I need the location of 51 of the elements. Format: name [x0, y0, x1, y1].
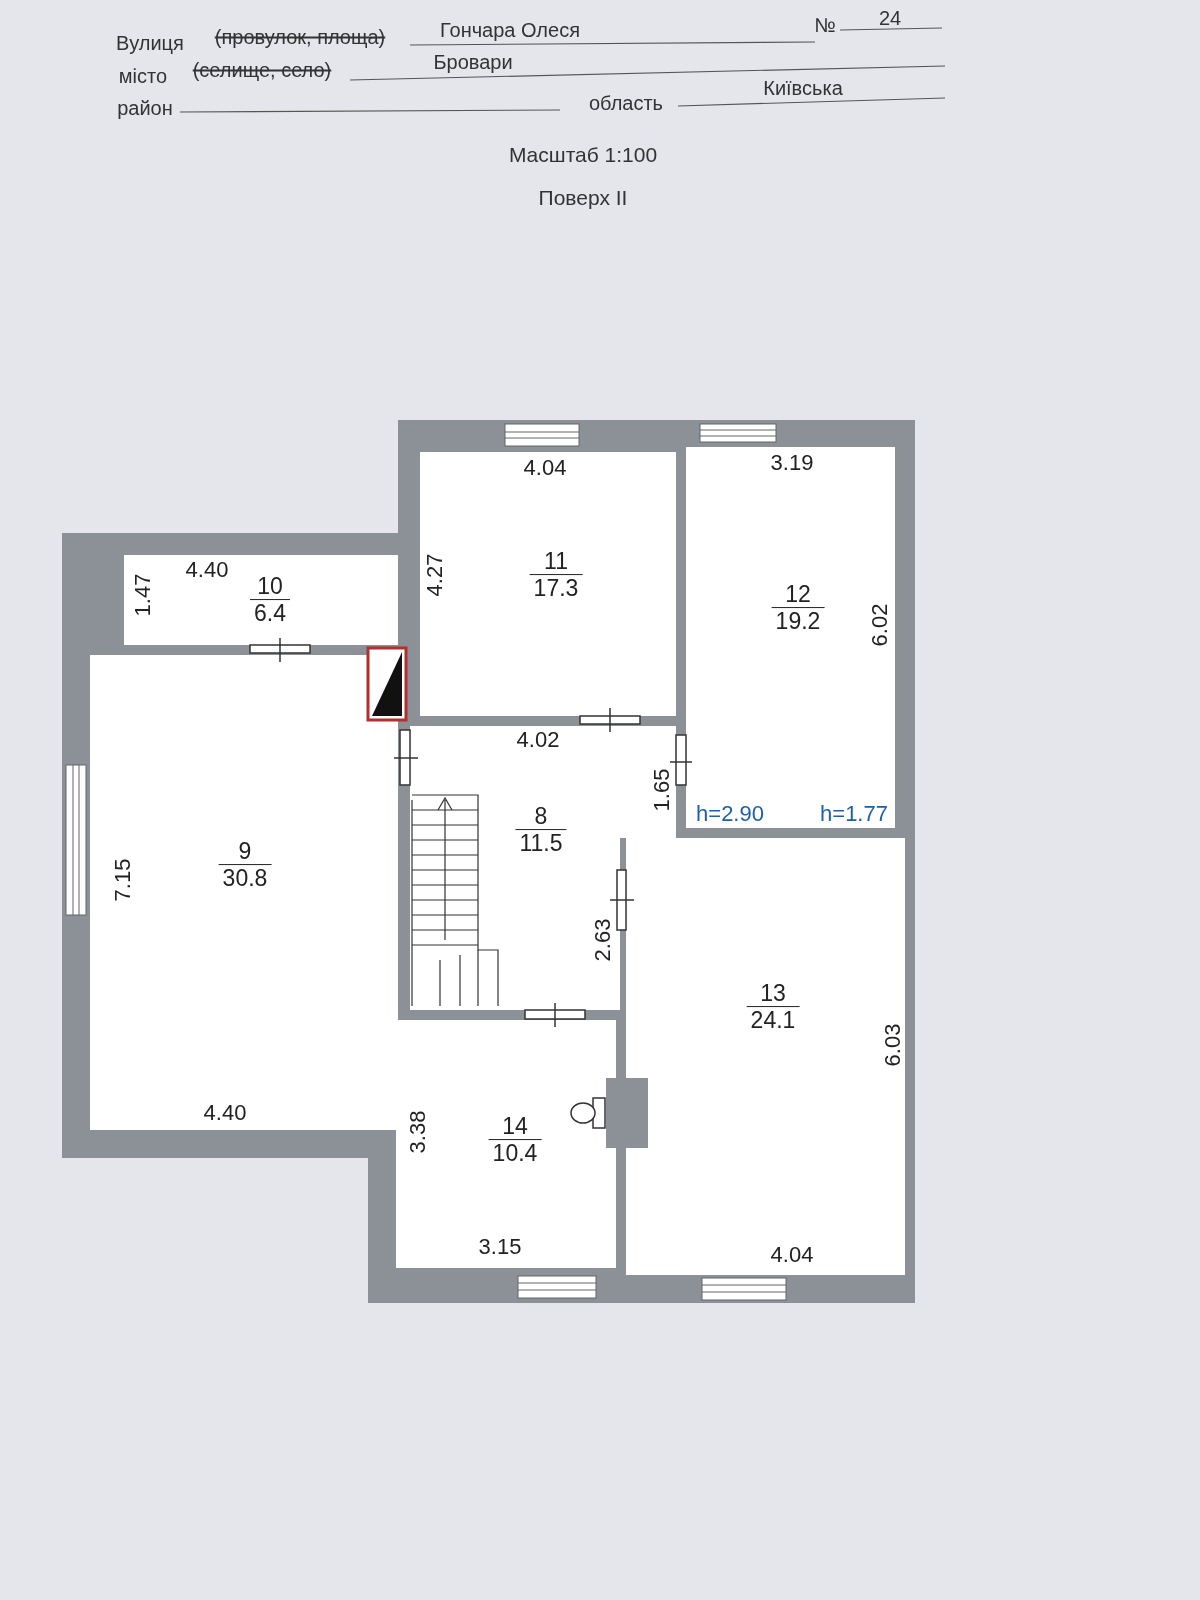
dimension-text: 3.15	[478, 1234, 522, 1260]
room-area-value: 17.3	[529, 574, 583, 602]
floor-title: Поверх II	[538, 186, 628, 210]
dimension-text: 4.04	[523, 455, 567, 481]
room-area	[90, 655, 398, 1130]
room-area	[686, 447, 895, 828]
height-text: h=1.77	[820, 801, 888, 827]
dimension-text: 2.63	[590, 918, 616, 962]
dimension-text: 4.02	[516, 727, 560, 753]
room-area	[410, 726, 676, 1010]
room-area-value: 10.4	[488, 1139, 542, 1167]
room-area	[626, 838, 905, 1275]
dimension-text: 6.03	[880, 1023, 906, 1067]
room-area	[420, 452, 676, 716]
form-field-text: №	[814, 13, 836, 37]
form-field-text: (провулок, площа)	[214, 25, 386, 49]
form-field-text: район	[117, 96, 173, 120]
room-area-value: 24.1	[746, 1006, 800, 1034]
room-area	[396, 1020, 616, 1268]
scale-text: Масштаб 1:100	[508, 143, 658, 167]
dimension-text: 6.02	[867, 603, 893, 647]
room-number: 10	[256, 573, 284, 600]
form-field-text: (селище, село)	[192, 58, 332, 82]
height-text: h=2.90	[696, 801, 764, 827]
dimension-text: 3.19	[770, 450, 814, 476]
room-number: 13	[759, 980, 787, 1007]
room-area-value: 6.4	[250, 599, 290, 627]
dimension-text: 4.04	[770, 1242, 814, 1268]
room-number: 14	[501, 1113, 529, 1140]
dimension-text: 1.65	[649, 768, 675, 812]
form-field-text: Бровари	[433, 50, 513, 74]
dimension-text: 3.38	[405, 1110, 431, 1154]
room-number: 11	[543, 548, 569, 575]
room-area-value: 30.8	[218, 864, 272, 892]
room-number: 9	[237, 838, 253, 865]
room-number: 12	[784, 581, 812, 608]
form-field-text: Вулиця	[116, 31, 184, 55]
form-field-text: Гончара Олеся	[440, 18, 580, 42]
dimension-text: 4.27	[422, 553, 448, 597]
room-number: 8	[533, 803, 549, 830]
dimension-text: 7.15	[110, 858, 136, 902]
dimension-text: 1.47	[130, 573, 156, 617]
room-area-value: 11.5	[515, 829, 567, 857]
form-field-text: область	[588, 91, 664, 115]
dimension-text: 4.40	[203, 1100, 247, 1126]
form-field-text: місто	[118, 64, 168, 88]
room-area-value: 19.2	[771, 607, 825, 635]
room-area	[124, 555, 398, 645]
form-field-text: Київська	[763, 76, 843, 100]
dimension-text: 4.40	[185, 557, 229, 583]
form-field-text: 24	[878, 6, 902, 30]
